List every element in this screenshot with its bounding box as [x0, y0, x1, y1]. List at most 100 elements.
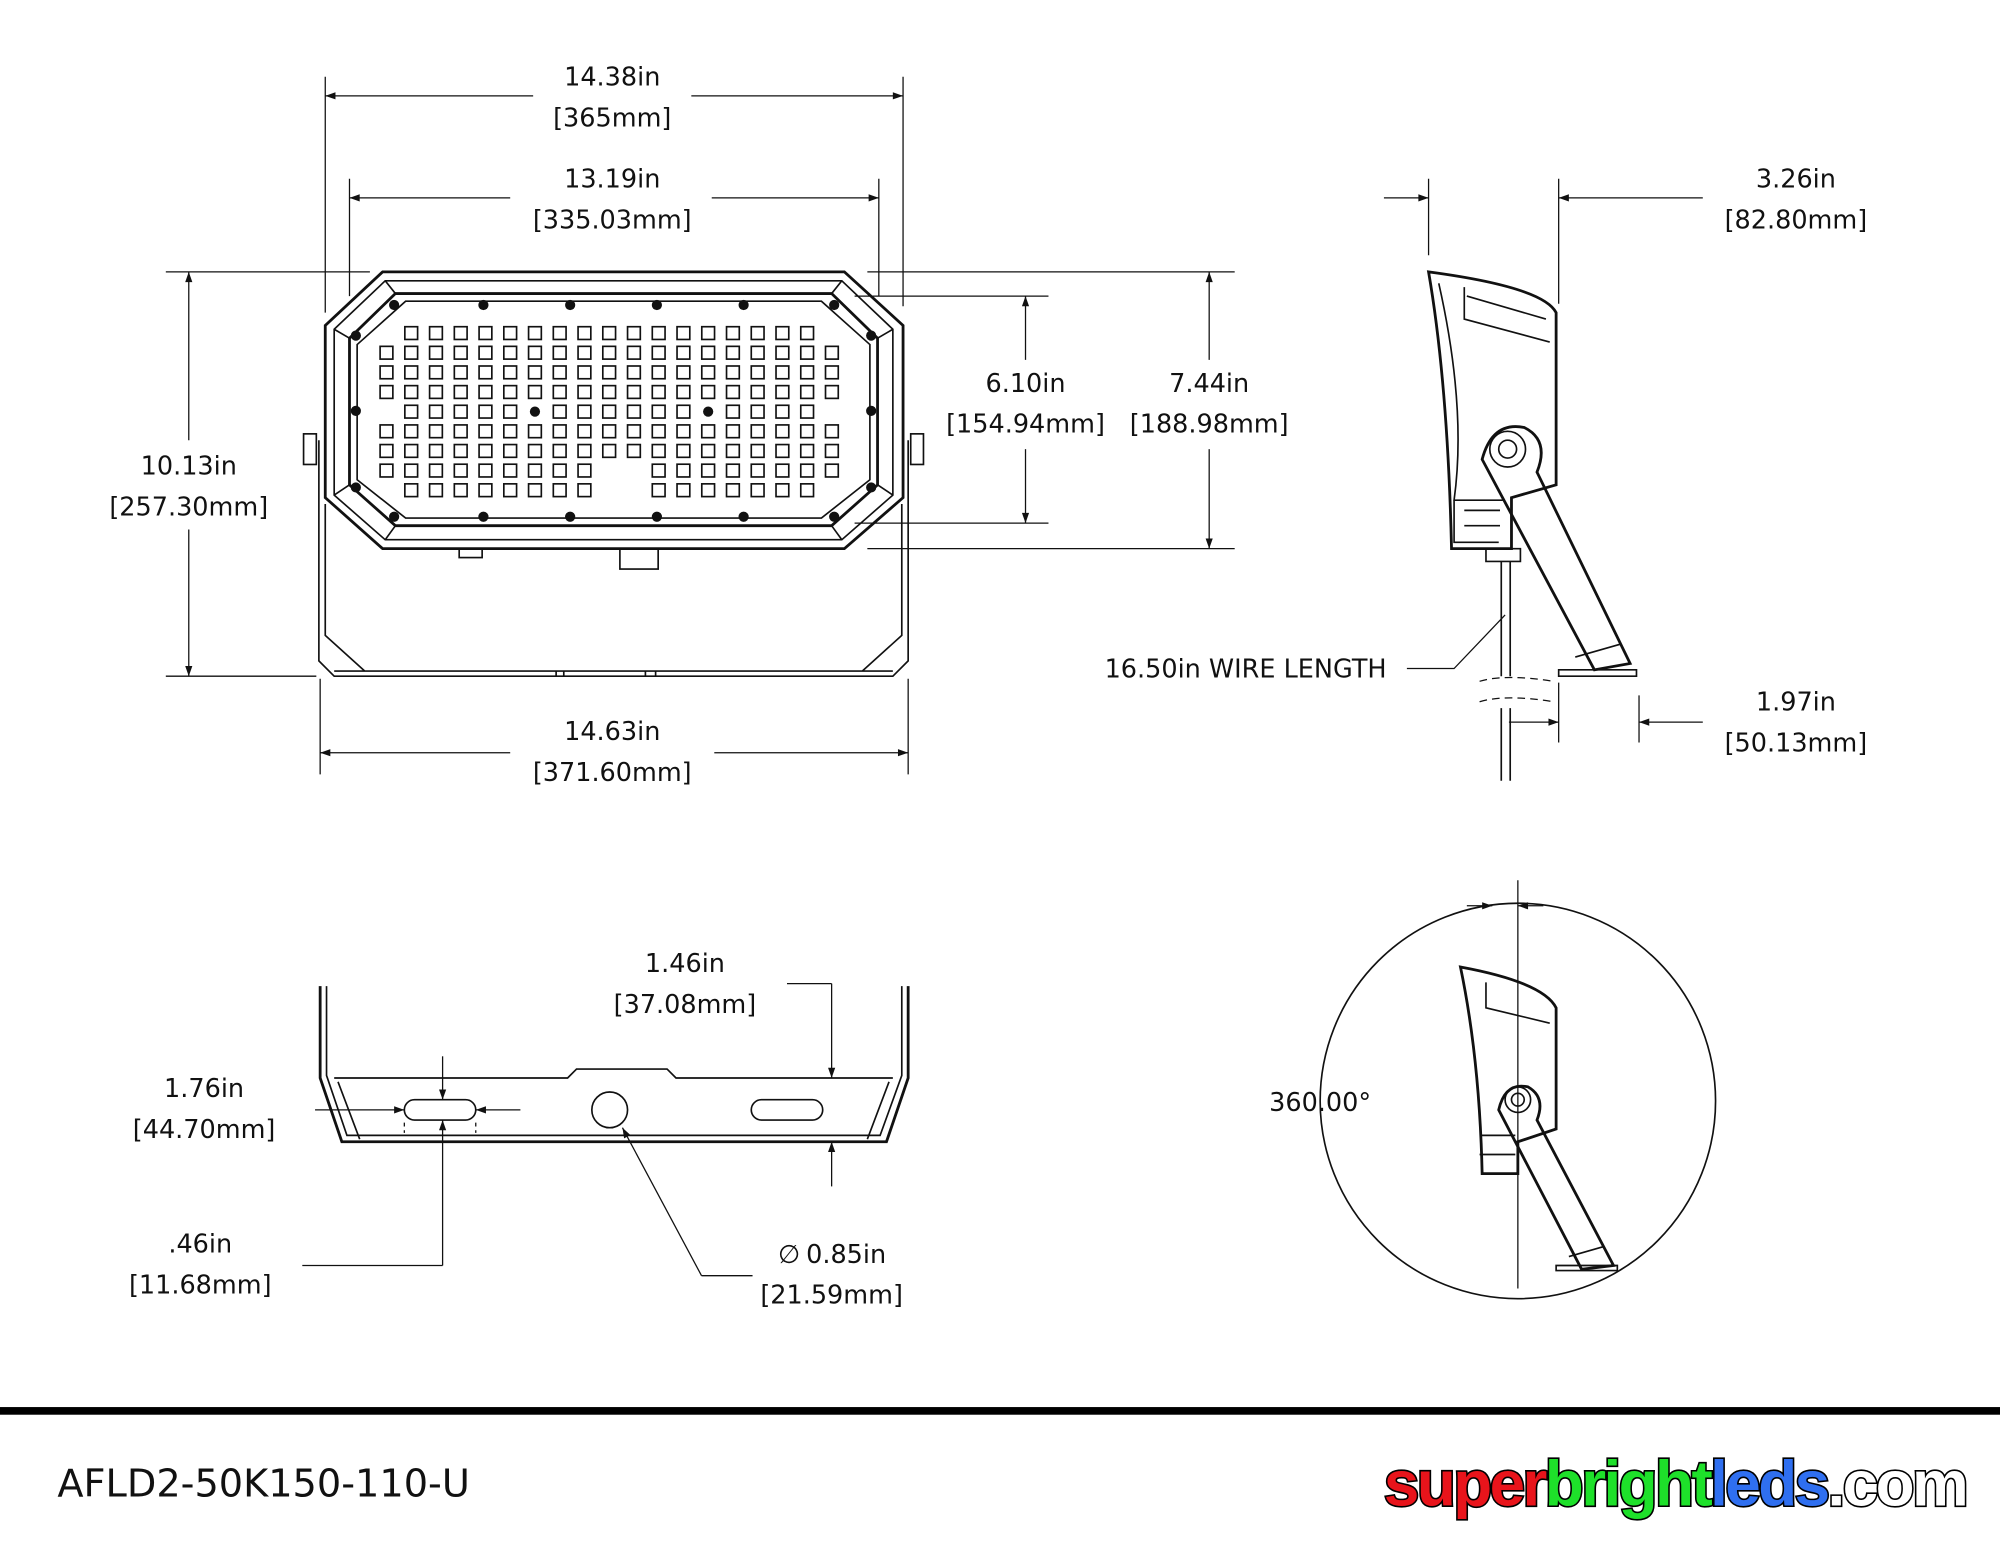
led-chip: [824, 443, 840, 459]
led-chip: [552, 365, 567, 380]
led-chip: [552, 384, 567, 400]
screw-icon: [478, 511, 489, 522]
led-chip: [404, 443, 419, 459]
led-chip: [626, 345, 642, 360]
side-view: 3.26in [82.80mm] 16.50in WIRE LENGTH 1.9…: [1105, 165, 1867, 781]
led-chip: [428, 384, 444, 400]
led-chip: [601, 384, 617, 400]
led-chip: [799, 345, 815, 360]
led-chip: [601, 443, 617, 459]
led-chip: [552, 345, 567, 360]
led-chip: [453, 384, 468, 400]
rotated-arm: [1497, 1084, 1616, 1271]
led-chip: [453, 424, 468, 439]
led-chip: [453, 345, 468, 360]
led-chip: [428, 443, 444, 459]
screw-icon: [651, 511, 662, 522]
housing-height-in: 7.44in: [1169, 369, 1249, 399]
led-chip: [453, 483, 468, 498]
led-chip: [725, 345, 741, 360]
led-chip: [527, 325, 543, 341]
led-chip: [601, 424, 617, 439]
led-chip: [453, 325, 468, 341]
led-chip: [775, 463, 790, 478]
screw-icon: [829, 511, 840, 522]
led-chip: [651, 325, 666, 341]
lens-height-in: 6.10in: [985, 369, 1065, 399]
lens-height-mm: [154.94mm]: [946, 410, 1105, 440]
lens-width-mm: [335.03mm]: [533, 205, 692, 235]
led-chip: [700, 424, 716, 439]
led-chip: [700, 463, 716, 478]
led-chip: [799, 365, 815, 380]
led-chip: [775, 384, 790, 400]
screw-icon: [866, 482, 877, 493]
screw-icon: [350, 405, 361, 416]
led-chip: [601, 365, 617, 380]
led-chip: [527, 443, 543, 459]
led-chip: [478, 345, 493, 360]
bolt-icon: [302, 433, 318, 466]
screw-icon: [738, 299, 749, 311]
led-chip: [502, 384, 518, 400]
led-chip: [502, 443, 518, 459]
led-chip: [601, 325, 617, 341]
led-chip: [527, 424, 543, 439]
led-chip: [478, 384, 493, 400]
led-chip: [478, 404, 493, 419]
led-chip: [577, 325, 592, 341]
led-chip: [428, 483, 444, 498]
led-chip: [502, 483, 518, 498]
bracket-width-in: 14.63in: [564, 717, 660, 747]
overall-height-in: 10.13in: [141, 452, 237, 482]
led-chip: [502, 424, 518, 439]
logo-com: .com: [1828, 1447, 1967, 1519]
led-chip: [577, 365, 592, 380]
led-chip: [404, 404, 419, 419]
led-chip: [676, 384, 691, 400]
led-chip: [502, 365, 518, 380]
led-chip: [700, 365, 716, 380]
lens-width-in: 13.19in: [564, 165, 660, 195]
screw-icon: [350, 330, 361, 341]
slot-length-in: 1.76in: [164, 1074, 244, 1104]
rotation-view: 360.00°: [1269, 880, 1717, 1300]
led-chip: [700, 384, 716, 400]
led-chip: [601, 404, 617, 419]
led-chip: [750, 483, 765, 498]
hole-diameter-in: 0.85in: [806, 1240, 886, 1270]
bracket-depth-mm: [37.08mm]: [614, 990, 757, 1020]
screw-icon: [565, 299, 576, 311]
led-array: [350, 299, 877, 522]
led-chip: [577, 483, 592, 498]
led-chip: [478, 424, 493, 439]
side-housing: [1426, 270, 1558, 551]
led-chip: [379, 443, 394, 459]
wire-length-label: 16.50in WIRE LENGTH: [1105, 654, 1387, 684]
led-chip: [824, 463, 840, 478]
led-chip: [626, 404, 642, 419]
led-chip: [676, 443, 691, 459]
led-chip: [651, 365, 666, 380]
screw-icon: [389, 299, 400, 311]
led-chip: [824, 424, 840, 439]
led-chip: [404, 365, 419, 380]
led-chip: [725, 483, 741, 498]
led-chip: [404, 463, 419, 478]
led-chip: [651, 443, 666, 459]
led-chip: [453, 443, 468, 459]
led-chip: [725, 404, 741, 419]
led-chip: [651, 384, 666, 400]
led-chip: [799, 443, 815, 459]
led-chip: [404, 483, 419, 498]
led-chip: [478, 325, 493, 341]
led-chip: [552, 404, 567, 419]
led-chip: [626, 325, 642, 341]
led-chip: [824, 384, 840, 400]
led-chip: [453, 463, 468, 478]
footer-divider: [0, 1407, 2000, 1415]
led-chip: [379, 365, 394, 380]
led-chip: [676, 404, 691, 419]
brand-logo: superbrightleds.com: [1384, 1447, 1966, 1519]
led-chip: [750, 443, 765, 459]
